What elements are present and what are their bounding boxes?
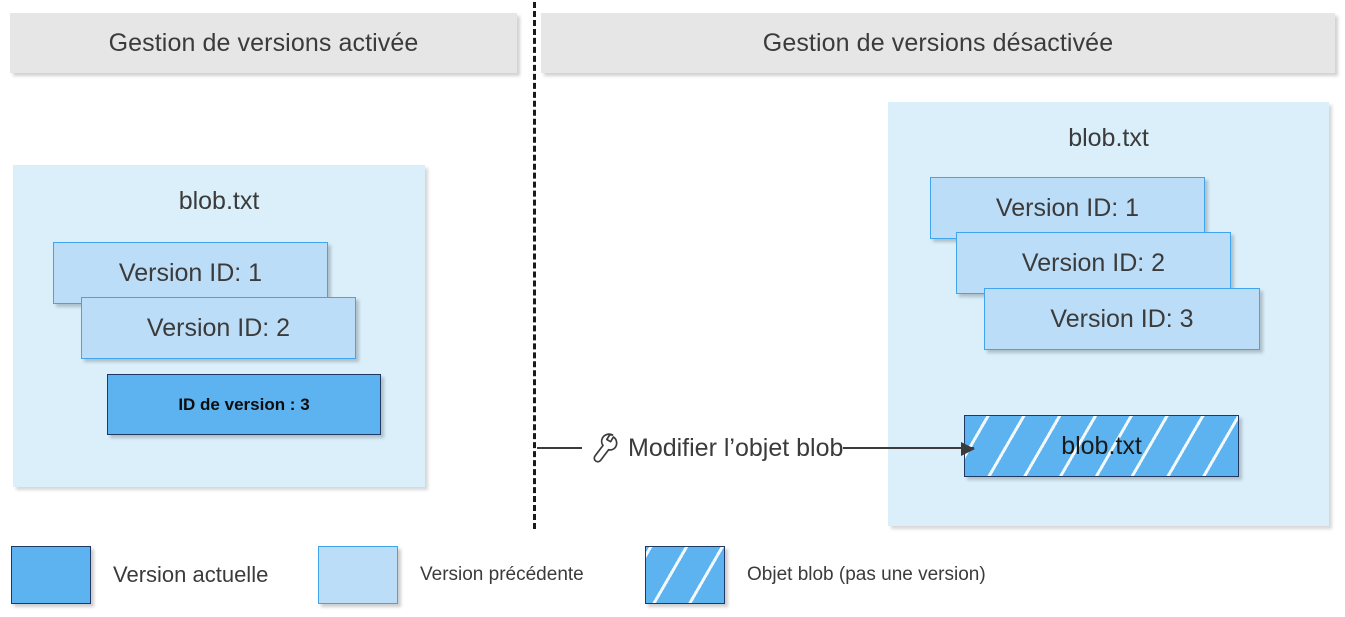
version-box-right-3-label: Version ID: 3 — [1050, 304, 1194, 333]
version-box-left-2-label: Version ID: 2 — [146, 313, 291, 342]
blob-object-box: blob.txt — [964, 415, 1239, 477]
connector-arrow-right — [843, 442, 975, 456]
legend-label-current-version: Version actuelle — [113, 562, 269, 587]
legend-item-current-version: Version actuelle — [11, 545, 268, 605]
legend-swatch-current-version — [11, 546, 91, 604]
legend-item-previous-version: Version précédente — [318, 545, 584, 605]
vertical-dashed-divider — [533, 2, 536, 529]
legend-item-blob-object: Objet blob (pas une version) — [645, 545, 986, 605]
version-box-right-2-label: Version ID: 2 — [1021, 248, 1166, 277]
legend-label-previous-version: Version précédente — [420, 564, 584, 585]
legend-label-blob-object: Objet blob (pas une version) — [747, 564, 986, 585]
panel-left-title: blob.txt — [178, 187, 260, 215]
legend-swatch-previous-version — [318, 546, 398, 604]
version-box-right-3: Version ID: 3 — [984, 288, 1260, 350]
version-box-left-1: Version ID: 1 — [53, 242, 328, 304]
version-box-left-1-label: Version ID: 1 — [118, 258, 263, 287]
header-versioning-enabled-label: Gestion de versions activée — [108, 28, 419, 57]
panel-right-title: blob.txt — [1068, 124, 1149, 152]
modify-blob-label: Modifier l’objet blob — [628, 433, 844, 462]
version-box-left-3-current: ID de version : 3 — [107, 374, 381, 435]
legend-swatch-blob-object — [645, 546, 725, 604]
panel-versioning-enabled: blob.txt Version ID: 1 Version ID: 2 ID … — [13, 165, 425, 487]
legend: Version actuelle Version précédente Obje… — [0, 540, 1345, 610]
header-versioning-disabled-label: Gestion de versions désactivée — [762, 28, 1114, 57]
modify-blob-flow: Modifier l’objet blob — [534, 424, 975, 472]
version-box-left-3-label: ID de version : 3 — [178, 394, 310, 414]
connector-line-left — [537, 447, 582, 449]
header-versioning-disabled: Gestion de versions désactivée — [541, 13, 1335, 73]
wrench-icon — [591, 432, 621, 464]
version-box-right-1-label: Version ID: 1 — [995, 193, 1140, 222]
version-box-left-2: Version ID: 2 — [81, 297, 356, 359]
header-versioning-enabled: Gestion de versions activée — [10, 13, 517, 73]
version-box-right-1: Version ID: 1 — [930, 177, 1205, 239]
version-box-right-2: Version ID: 2 — [956, 232, 1231, 294]
blob-object-box-label: blob.txt — [1061, 431, 1142, 460]
